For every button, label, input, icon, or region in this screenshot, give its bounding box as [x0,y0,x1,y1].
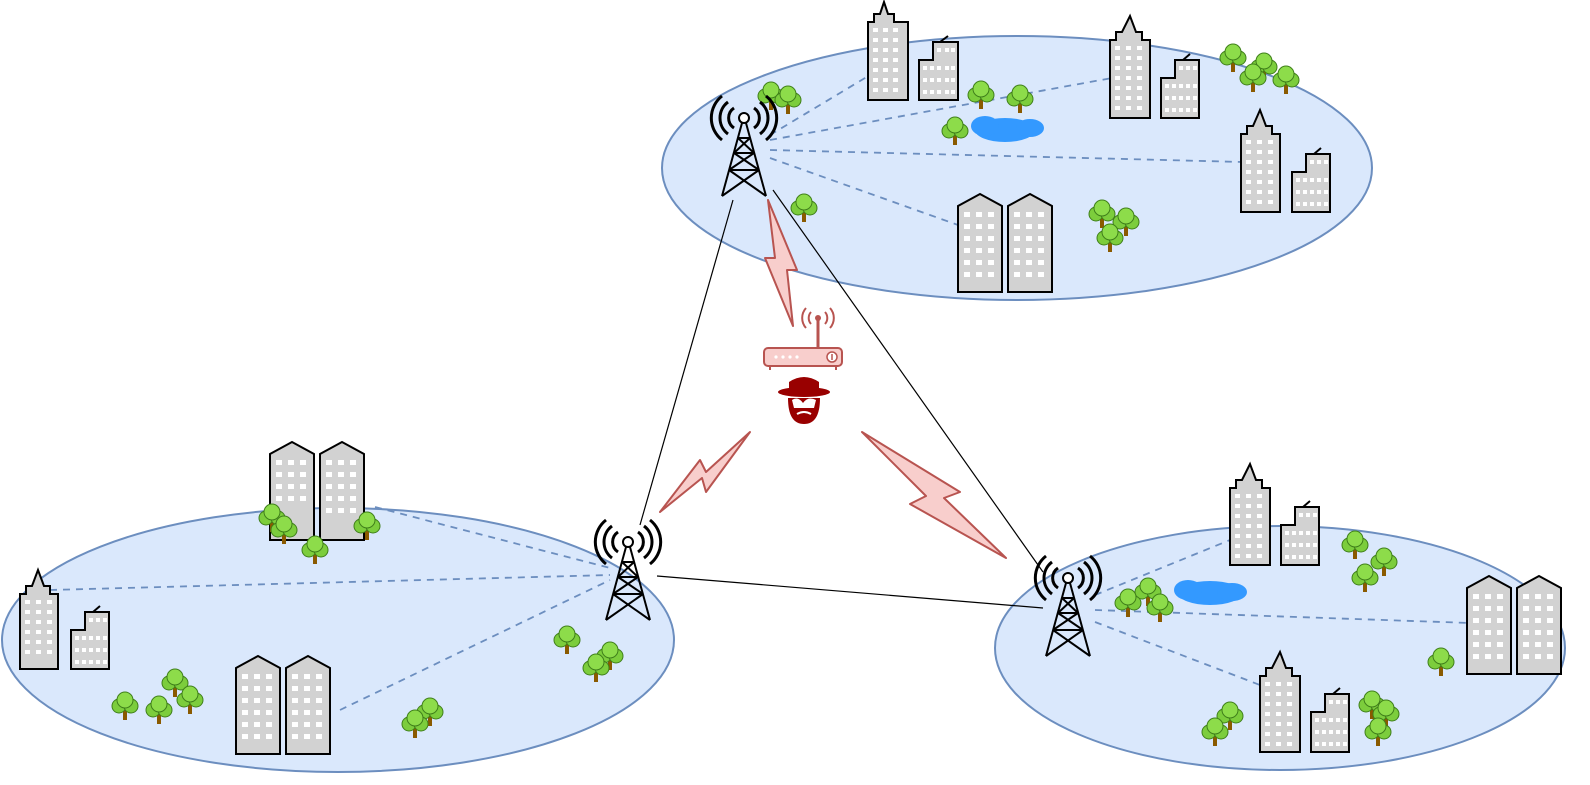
building-icon [1240,107,1281,213]
building-icon [1229,461,1271,566]
building-icon [1160,53,1200,119]
building-icon [867,0,909,101]
building-icon [1259,649,1301,753]
building-icon [1291,147,1331,213]
building-icon [19,567,59,670]
building-icon [70,605,110,670]
building-icon [1109,13,1151,119]
lightning-bolt-icon [659,431,751,513]
lake-icon [971,116,1044,142]
building-icon [269,440,365,541]
building-icon [918,35,959,101]
building-icon [1466,574,1562,675]
dashed-links-right [1094,539,1471,686]
building-icon [957,192,1053,293]
lightning-bolt-icon [861,431,1007,559]
building-icon [1310,687,1350,753]
dashed-links-top [769,74,1244,226]
lightning-bolt-icon [764,199,798,327]
dashed-links-left [49,506,611,711]
building-icon [1280,500,1320,566]
building-icon [235,654,331,755]
lake-icon [1174,580,1247,605]
wireless-router-icon [763,307,843,370]
backhaul-links [639,189,1044,609]
hacker-icon [778,377,830,424]
